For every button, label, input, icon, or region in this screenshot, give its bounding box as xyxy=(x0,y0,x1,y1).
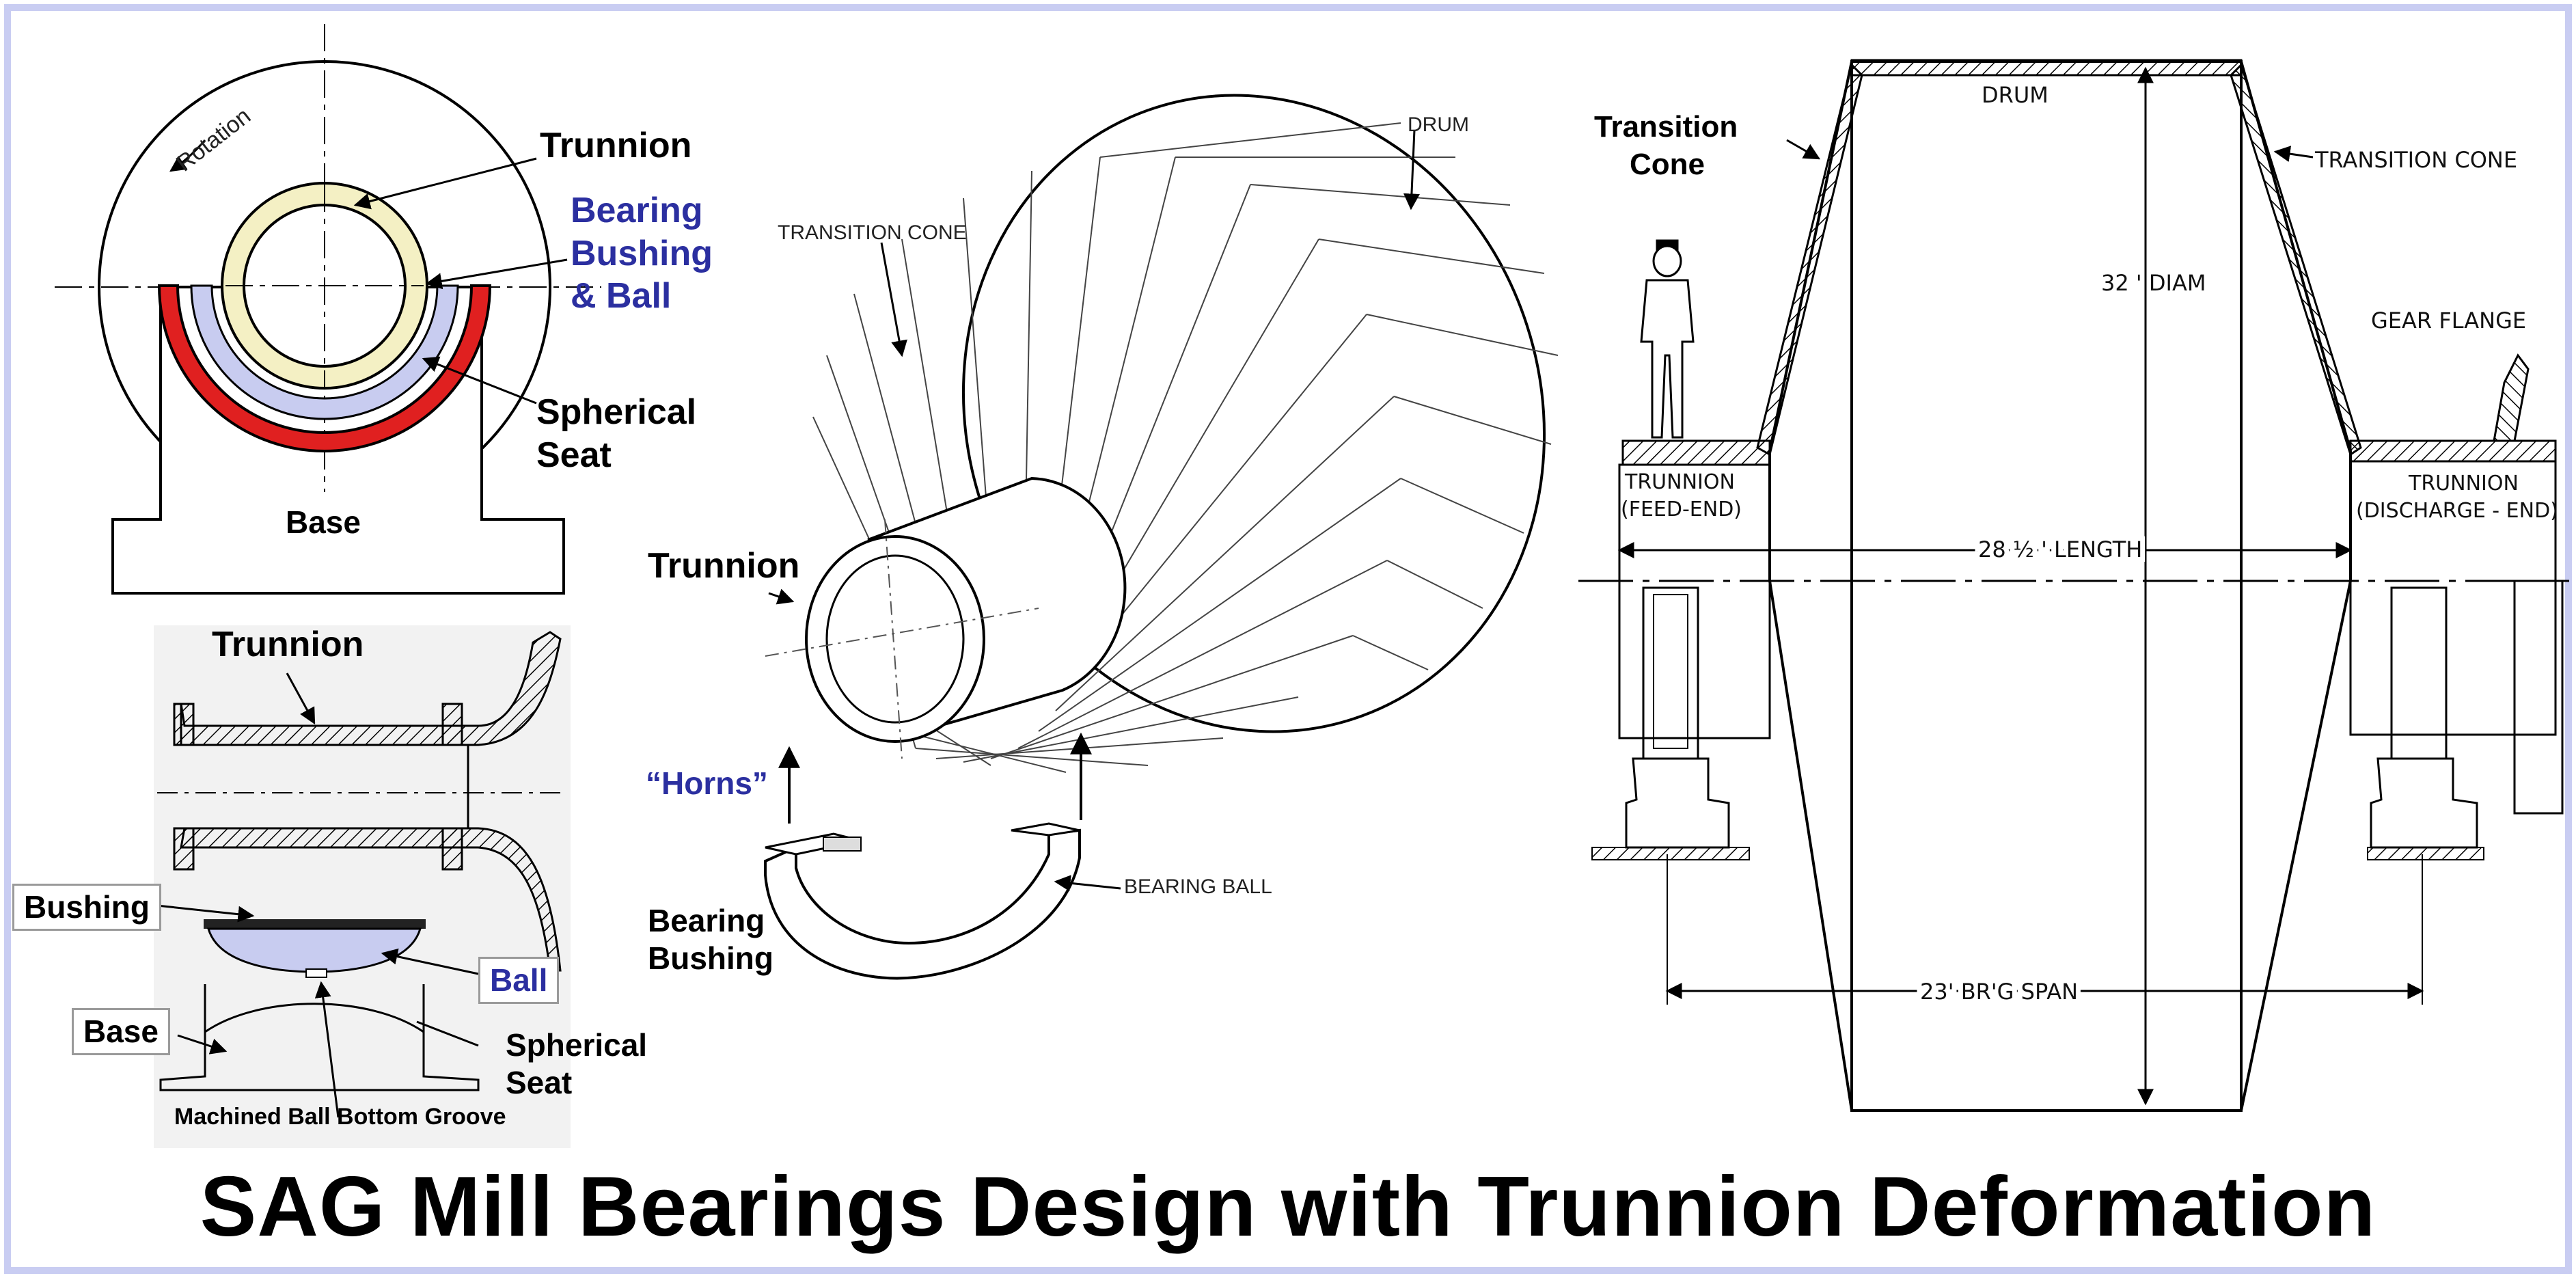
trunnion-feed-2: (FEED-END) xyxy=(1621,498,1742,521)
transition-cone-left-2: Cone xyxy=(1630,148,1705,181)
bearing-bushing-label-1: Bearing xyxy=(648,903,765,938)
bearing-ball-label: BEARING BALL xyxy=(1124,875,1272,898)
panel-top-left: Rotation Trunnion Bearing Bushing & Ball… xyxy=(55,24,713,595)
drum-label-right: DRUM xyxy=(1982,82,2049,108)
rotation-label: Rotation xyxy=(172,103,256,177)
right-cone xyxy=(2240,61,2352,1111)
bearing-label-line3: & Ball xyxy=(571,276,671,316)
feed-pedestal xyxy=(1625,757,1730,849)
left-cone xyxy=(1768,61,1853,1111)
trunnion-discharge-2: (DISCHARGE - END) xyxy=(2356,499,2558,523)
discharge-pedestal xyxy=(2370,757,2478,849)
bearing-label-line2: Bushing xyxy=(571,234,713,273)
drum-staves xyxy=(1099,122,1559,670)
base-label-bl: Base xyxy=(72,1008,170,1055)
panel-right: Transition Cone DRUM TRANSITION CONE 32 … xyxy=(1578,59,2569,1112)
trunnion-bore-iso xyxy=(825,554,965,724)
bearing-label-line1: Bearing xyxy=(571,191,703,230)
rotation-arrow xyxy=(169,139,206,172)
trunnion-label-tl: Trunnion xyxy=(540,126,691,165)
panel-center: DRUM TRANSITION CONE Trunnion “Horns” Be… xyxy=(646,94,1559,980)
trunnion-feed-1: TRUNNION xyxy=(1624,470,1735,494)
transition-cone-right-label: TRANSITION CONE xyxy=(2314,147,2517,173)
bearing-bushing xyxy=(190,284,459,420)
span-label: 23' BR'G SPAN xyxy=(1920,979,2078,1005)
spherical-seat-label-2: Seat xyxy=(536,435,612,475)
bushing-label: Bushing xyxy=(12,884,161,931)
scan-background xyxy=(154,625,571,1148)
horns-label: “Horns” xyxy=(646,765,768,801)
spherical-label-bl-1: Spherical xyxy=(506,1027,647,1063)
drum-label-center: DRUM xyxy=(1408,113,1469,136)
spherical-seat-label-1: Spherical xyxy=(536,392,696,432)
discharge-trunnion-top xyxy=(2349,439,2557,463)
trunnion-discharge-1: TRUNNION xyxy=(2408,472,2519,495)
panel-bottom-left: Trunnion Spherical Seat Machined Ball Bo… xyxy=(154,625,647,1148)
bushing-strip xyxy=(204,919,426,929)
gear-flange-label: GEAR FLANGE xyxy=(2371,308,2526,334)
trunnion-upper-wall xyxy=(180,631,562,746)
trunnion-label-center: Trunnion xyxy=(648,546,799,586)
groove-label: Machined Ball Bottom Groove xyxy=(174,1104,506,1130)
trunnion-label-bl: Trunnion xyxy=(212,625,364,664)
spherical-label-bl-2: Seat xyxy=(506,1065,572,1100)
diameter-label: 32 ' DIAM xyxy=(2101,270,2206,296)
bearing-bushing-label-2: Bushing xyxy=(648,940,773,976)
drum-elevation xyxy=(1850,60,2243,1112)
transition-cone-label-center: TRANSITION CONE xyxy=(778,221,967,244)
ball-label: Ball xyxy=(478,957,560,1004)
bearing-bushing-iso xyxy=(764,828,1081,980)
spherical-seat xyxy=(157,284,492,452)
length-label: 28 ½ ' LENGTH xyxy=(1978,536,2142,562)
base-block xyxy=(159,1032,480,1091)
trunnion-lower-wall xyxy=(180,827,562,972)
person-figure xyxy=(1640,239,1695,439)
gear-flange xyxy=(2493,353,2530,442)
feed-trunnion-top xyxy=(1621,439,1771,466)
page-title: SAG Mill Bearings Design with Trunnion D… xyxy=(200,1160,2376,1254)
transition-cone-left-1: Transition xyxy=(1594,110,1738,144)
base-label-tl: Base xyxy=(286,504,361,540)
